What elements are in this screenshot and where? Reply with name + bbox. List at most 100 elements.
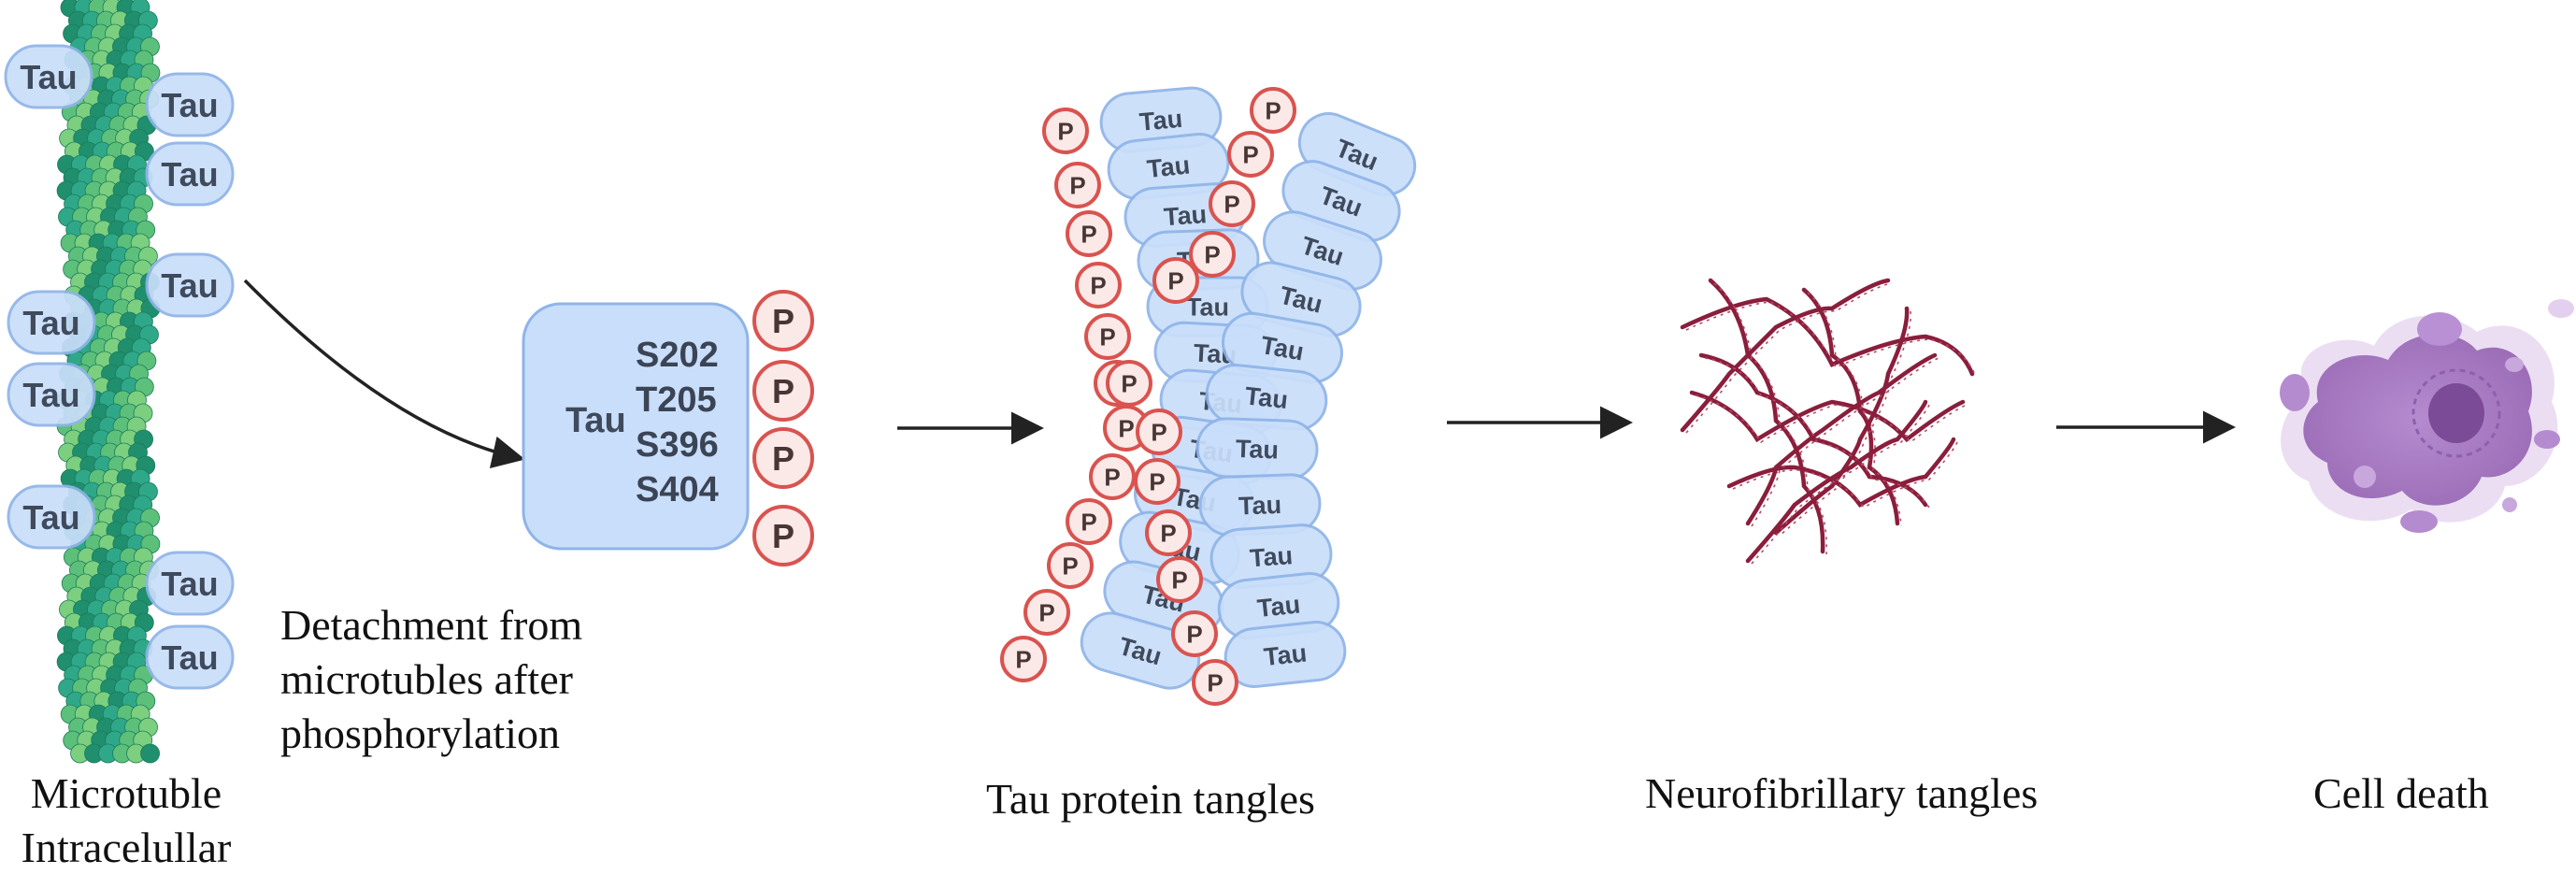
tangle-strand xyxy=(1726,437,1956,508)
caption-microtubule-line2: Intracelullar xyxy=(21,824,232,871)
phosphate-group: P xyxy=(752,360,814,422)
tau-label: Tau xyxy=(161,155,218,194)
phosphate-label: P xyxy=(1207,668,1223,696)
microtubule-tau: Tau xyxy=(7,484,96,550)
phosphate-label: P xyxy=(1167,266,1183,294)
phosphate-label: P xyxy=(1242,140,1258,168)
microtubule-tau: Tau xyxy=(145,141,235,207)
phosphate-group: P xyxy=(1054,162,1101,208)
tangle-tau: Tau xyxy=(1224,621,1347,688)
phosphate-label: P xyxy=(1160,519,1176,547)
microtubule-tau: Tau xyxy=(145,624,235,690)
tangle-strand xyxy=(1689,390,1966,443)
tangle-strand xyxy=(1704,357,1930,509)
tangle-strand xyxy=(1745,352,1938,526)
tau-box xyxy=(522,302,750,551)
cell-nucleus xyxy=(2428,383,2484,443)
tau-box-label: Tau xyxy=(565,401,626,440)
tangle-strand xyxy=(1745,399,1928,564)
tangle-tau: Tau xyxy=(1195,417,1319,480)
phosphate-group: P xyxy=(1250,87,1296,134)
phosphate-label: P xyxy=(1057,117,1073,145)
microtubule-tau: Tau xyxy=(7,290,96,355)
tau-label: Tau xyxy=(161,86,218,124)
phosphate-label: P xyxy=(1186,620,1202,648)
tangle-tau: Tau xyxy=(1205,364,1328,431)
tau-label: Tau xyxy=(1243,381,1289,414)
caption-detachment-line2: microtubles after xyxy=(280,655,573,703)
microtubule-tau: Tau xyxy=(4,44,93,109)
tau-label: Tau xyxy=(20,58,77,96)
phosphate-label: P xyxy=(1069,171,1085,199)
phosphate-group: P xyxy=(1066,498,1112,545)
tangle-strand xyxy=(1708,278,1825,554)
phosphate-group: P xyxy=(1084,313,1131,360)
phosphate-label: P xyxy=(1149,467,1165,495)
phosphate-label: P xyxy=(1062,552,1078,580)
caption-microtubule: Microtuble Intracelullar xyxy=(0,767,252,875)
tangle-strand xyxy=(1685,301,1977,378)
microtubule-subunit xyxy=(140,743,160,764)
phosphate-label: P xyxy=(1265,96,1281,124)
phosphate-label: P xyxy=(1038,598,1054,626)
caption-microtubule-line1: Microtuble xyxy=(30,769,222,817)
phosphate-group: P xyxy=(1047,542,1094,589)
phosphate-group: P xyxy=(1106,360,1152,407)
phosphate-label: P xyxy=(1080,508,1096,536)
tangle-strand xyxy=(1713,282,1827,555)
phosphate-group: P xyxy=(1136,409,1182,455)
dying-cell-image xyxy=(2280,299,2574,533)
tangle-tau: Tau xyxy=(1107,133,1230,200)
phosphate-group: P xyxy=(1209,180,1255,227)
phosphate-group: P xyxy=(1189,231,1236,278)
neurofibrillary-tangle-image xyxy=(1680,278,1977,565)
tangle-strand xyxy=(1732,441,1958,509)
tau-label: Tau xyxy=(1256,590,1302,623)
phosphate-group: P xyxy=(1171,610,1218,657)
microtubule-tau: Tau xyxy=(145,252,235,318)
tau-protein-tangles: TauTauTauTauTauTauTauTauTauTauTauTauTauT… xyxy=(1000,86,1417,706)
tangle-strand xyxy=(1779,310,1911,537)
phosphate-group: P xyxy=(1227,131,1274,178)
phosphate-label: P xyxy=(1104,463,1120,491)
phosphate-group: P xyxy=(1156,556,1203,603)
phosphate-label: P xyxy=(772,372,794,410)
tangle-tau: Tau xyxy=(1209,523,1333,589)
phosphate-group: P xyxy=(1066,210,1112,257)
tangle-strand xyxy=(1680,278,1891,433)
site-label-s396: S396 xyxy=(636,425,719,465)
phosphate-label: P xyxy=(1224,190,1239,218)
phosphate-label: P xyxy=(1151,418,1166,446)
phosphate-group: P xyxy=(1023,589,1070,636)
tau-label: Tau xyxy=(1186,294,1229,322)
phosphate-label: P xyxy=(1171,566,1187,594)
phosphate-label: P xyxy=(1204,240,1220,268)
tangle-strand xyxy=(1695,394,1968,444)
phosphate-group: P xyxy=(1000,636,1047,682)
phosphate-group: P xyxy=(1152,257,1199,304)
phosphate-group: P xyxy=(752,505,814,566)
tau-label: Tau xyxy=(1238,491,1282,521)
microtubule-tau: Tau xyxy=(7,362,96,427)
phosphate-label: P xyxy=(1080,220,1096,248)
tau-label: Tau xyxy=(1263,638,1309,671)
tau-label: Tau xyxy=(1163,200,1208,231)
caption-detachment: Detachment from microtubles after phosph… xyxy=(280,598,582,761)
phosphate-label: P xyxy=(1099,323,1115,351)
tau-label: Tau xyxy=(161,565,218,603)
phosphate-group: P xyxy=(1145,509,1192,556)
caption-cell-death: Cell death xyxy=(2313,769,2489,817)
phosphate-group: P xyxy=(1134,458,1181,505)
phosphate-label: P xyxy=(772,302,794,340)
tangle-tau: Tau xyxy=(1080,611,1201,690)
tau-label: Tau xyxy=(1138,105,1183,136)
tangle-tau: Tau xyxy=(1198,473,1322,537)
phosphate-label: P xyxy=(1090,271,1106,299)
tau-label: Tau xyxy=(1146,151,1192,183)
phosphate-group: P xyxy=(1089,453,1136,500)
caption-nft: Neurofibrillary tangles xyxy=(1645,769,2039,817)
caption-detachment-line3: phosphorylation xyxy=(280,710,560,757)
tau-label: Tau xyxy=(1235,435,1279,465)
